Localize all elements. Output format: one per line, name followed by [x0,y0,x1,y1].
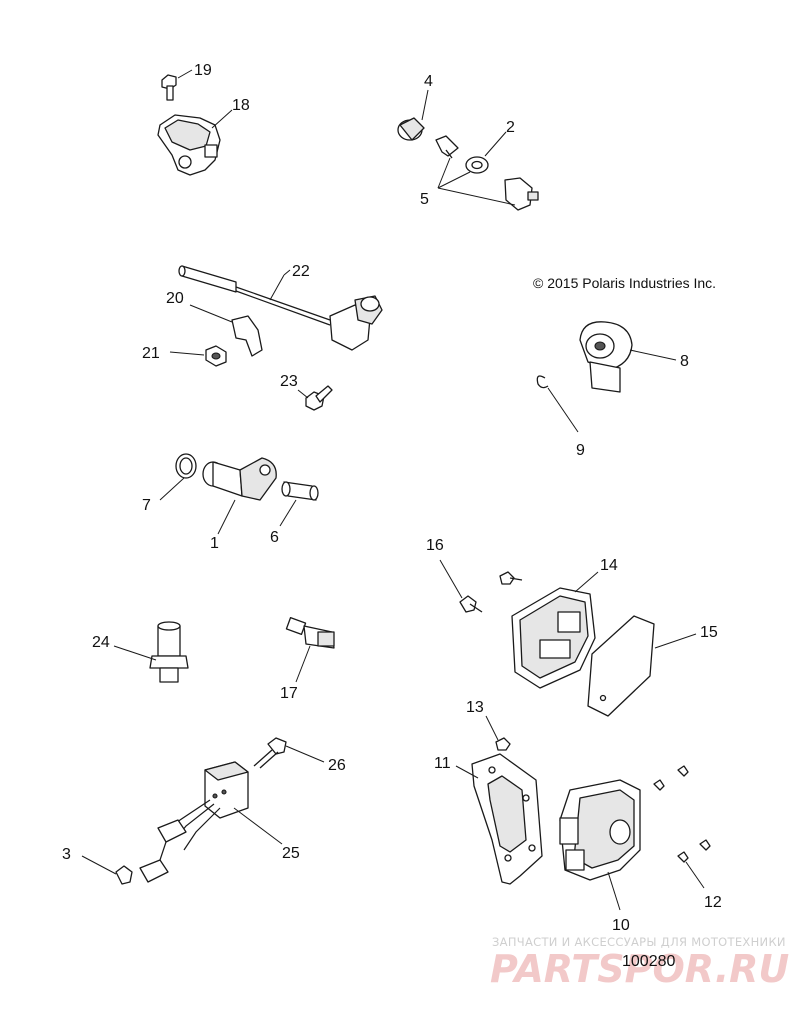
callout-17: 17 [280,685,298,702]
part-24-pressure-switch [113,621,189,683]
callout-7: 7 [142,497,151,514]
part-23-bolt [297,385,333,411]
callout-19: 19 [194,62,212,79]
part-20-clip [189,304,263,357]
callout-3: 3 [62,846,71,863]
part-5-assembly [435,135,539,211]
part-12-screws [653,765,711,889]
part-21-nut [169,345,227,367]
part-8-knock-sensor [579,321,677,393]
part-2-washer [465,131,507,174]
part-11-bracket [455,753,543,885]
callout-10: 10 [612,917,630,934]
callout-23: 23 [280,373,298,390]
part-16-bolts [439,559,523,613]
part-18-map-sensor [157,109,233,176]
callout-11: 11 [434,755,451,772]
part-10-ecu [559,779,641,911]
callout-26: 26 [328,757,346,774]
callout-13: 13 [466,699,484,716]
callout-24: 24 [92,634,110,651]
callout-6: 6 [270,529,279,546]
part-3-nut [81,855,133,885]
callout-2: 2 [506,119,515,136]
callout-16: 16 [426,537,444,554]
callout-25: 25 [282,845,300,862]
part-22-speed-sensor [178,265,383,351]
part-26-bolt [253,737,325,769]
callout-8: 8 [680,353,689,370]
part-1-cam-sensor [202,457,277,535]
part-6-sleeve [279,481,319,527]
callout-15: 15 [700,624,718,641]
part-14-housing [511,571,599,689]
watermark-brand: PARTSPOR.RU [490,947,789,991]
part-7-o-ring [159,453,197,501]
callout-4: 4 [424,73,433,90]
callout-5: 5 [420,191,429,208]
callout-21: 21 [142,345,160,362]
callout-18: 18 [232,97,250,114]
callout-9: 9 [576,442,585,459]
reference-number: 100280 [622,953,675,970]
part-9-clip-ring [536,375,579,433]
part-13-screw [485,715,511,751]
part-17-temp-sensor [285,616,335,683]
part-4-cap [397,89,429,141]
callout-14: 14 [600,557,618,574]
part-19-bolt [161,69,193,101]
part-15-gasket [587,615,697,717]
watermark-caption: ЗАПЧАСТИ И АКСЕССУАРЫ ДЛЯ МОТОТЕХНИКИ [492,935,786,949]
callout-12: 12 [704,894,722,911]
callout-1: 1 [210,535,219,552]
copyright-text: © 2015 Polaris Industries Inc. [533,275,716,291]
callout-22: 22 [292,263,310,280]
callout-20: 20 [166,290,184,307]
part-25-relay [139,761,283,883]
